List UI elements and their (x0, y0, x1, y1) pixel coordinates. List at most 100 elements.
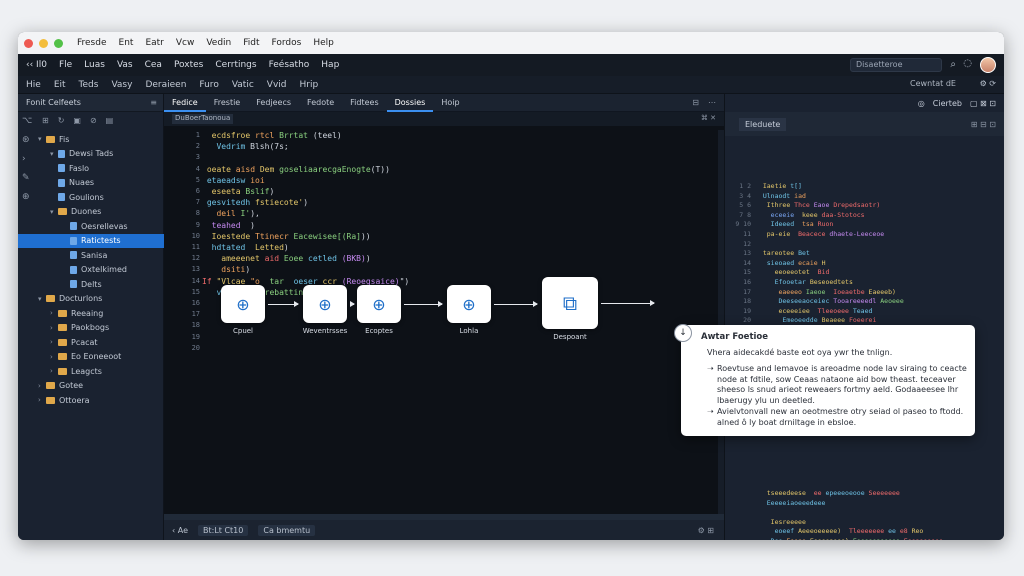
chevron-icon[interactable]: › (38, 396, 41, 405)
close-window-button[interactable] (24, 38, 33, 48)
sidebar-menu-icon[interactable]: ≡ (150, 98, 157, 107)
tree-item[interactable]: Faslo (38, 161, 164, 176)
tree-item[interactable]: Delts (38, 277, 164, 292)
chevron-icon[interactable]: ▾ (50, 207, 54, 216)
git-icon[interactable]: ⌥ (22, 116, 33, 126)
nav-back-icon[interactable]: ‹‹ Il0 (26, 60, 47, 70)
chevron-icon[interactable]: › (50, 309, 53, 318)
tree-item[interactable]: ›Reeaing (38, 306, 164, 321)
settings-icon[interactable]: ⚙ ⟳ (979, 79, 996, 88)
os-menu-item[interactable]: Fordos (271, 38, 302, 48)
os-menu-item[interactable]: Fresde (77, 38, 107, 48)
gear-icon[interactable]: ◎ (917, 98, 925, 108)
chevron-icon[interactable]: › (50, 367, 53, 376)
os-menu-item[interactable]: Eatr (145, 38, 164, 48)
app-menu-item[interactable]: Fle (58, 60, 73, 70)
notification-icon[interactable]: ◌ (963, 58, 972, 69)
flow-node[interactable]: ⊕ (447, 285, 491, 323)
secondary-menu-item[interactable]: Vatic (231, 79, 254, 90)
grid-icon[interactable]: ⊞ (42, 116, 49, 125)
editor-tab[interactable]: Fedote (307, 97, 335, 107)
refresh-icon[interactable]: ↻ (57, 116, 65, 125)
app-menu-item[interactable]: Feésatho (268, 60, 310, 70)
tree-item[interactable]: ›Leagcts (38, 364, 164, 379)
secondary-menu-item[interactable]: Teds (78, 79, 99, 90)
secondary-menu-item[interactable]: Eit (53, 79, 66, 90)
more-icon[interactable]: ⋯ (708, 98, 716, 107)
app-menu-item[interactable]: Cerrtings (215, 60, 257, 70)
tree-item[interactable]: ▾Duones (38, 205, 164, 220)
tree-item[interactable]: Nuaes (38, 176, 164, 191)
split-icon[interactable]: ⊟ (692, 98, 699, 107)
tree-item[interactable]: ▾Dewsi Tads (38, 147, 164, 162)
search-input[interactable]: Disaetteroe (850, 58, 942, 72)
arrow-icon[interactable]: › (22, 154, 26, 164)
chevron-icon[interactable]: ▾ (50, 149, 54, 158)
editor-tab[interactable]: Dossies (386, 94, 434, 112)
status-item[interactable]: Bt:Lt Ct10 (198, 524, 249, 536)
status-item[interactable]: Ca bmemtu (258, 524, 316, 536)
flow-node[interactable]: ⧉ (542, 277, 598, 329)
code-content[interactable]: ecdsfroe rtcl Brrtat (teel) Vedrim Blsh(… (202, 131, 410, 297)
collapse-icon[interactable]: ▤ (105, 116, 114, 125)
tree-item[interactable]: ›Gotee (38, 379, 164, 394)
os-menu-item[interactable]: Vcw (175, 38, 195, 48)
app-menu-item[interactable]: Luas (84, 60, 105, 70)
filter-icon[interactable]: ⊘ (89, 116, 97, 125)
editor-tab[interactable]: Fidtees (350, 97, 379, 107)
search-icon[interactable]: ⌕ (950, 59, 956, 70)
app-menu-item[interactable]: Poxtes (173, 60, 204, 70)
minimize-window-button[interactable] (39, 38, 48, 48)
pencil-icon[interactable]: ✎ (22, 173, 30, 183)
secondary-menu-item[interactable]: Vasy (111, 79, 133, 90)
secondary-menu-item[interactable]: Vvid (266, 79, 287, 90)
tree-item[interactable]: ›Pcacat (38, 335, 164, 350)
right-panel-tab[interactable]: Eleduete (739, 117, 787, 131)
tree-item[interactable]: ›Ottoera (38, 393, 164, 408)
app-menu-item[interactable]: Hap (321, 60, 340, 70)
tree-item[interactable]: Ratictests (18, 233, 164, 248)
editor-tab[interactable]: Fedjeecs (256, 97, 292, 107)
os-menu-item[interactable]: Vedin (206, 38, 232, 48)
editor-tab[interactable]: Frestie (213, 97, 241, 107)
os-menu-item[interactable]: Ent (118, 38, 134, 48)
pin-icon[interactable]: ⌘ ✕ (700, 114, 716, 122)
status-icons[interactable]: ⚙ ⊞ (697, 525, 714, 535)
app-menu-item[interactable]: Cea (144, 60, 162, 70)
flow-node[interactable]: ⊕ (303, 285, 347, 323)
tree-item[interactable]: Oxtelkimed (38, 263, 164, 278)
lock-icon[interactable]: ▣ (73, 116, 81, 125)
app-menu-item[interactable]: Vas (116, 60, 133, 70)
flow-node[interactable]: ⊕ (357, 285, 401, 323)
maximize-window-button[interactable] (54, 38, 63, 48)
status-item[interactable]: ‹ Ae (172, 525, 188, 535)
os-menu-item[interactable]: Help (313, 38, 334, 48)
tree-item[interactable]: ›Paokbogs (38, 321, 164, 336)
editor-tab[interactable]: Hoip (441, 97, 460, 107)
extensions-icon[interactable]: ⊕ (22, 192, 30, 202)
tree-item[interactable]: ›Eo Eoneeoot (38, 350, 164, 365)
chevron-icon[interactable]: › (50, 352, 53, 361)
horizontal-scrollbar[interactable] (164, 514, 724, 520)
window-icons[interactable]: ▢ ⊠ ⊡ (969, 98, 996, 108)
breadcrumb-item[interactable]: DuBoerTaonoua (172, 114, 234, 124)
os-menu-item[interactable]: Fidt (243, 38, 260, 48)
chevron-icon[interactable]: › (50, 338, 53, 347)
tree-item[interactable]: ▾Fis (38, 132, 164, 147)
tree-item[interactable]: Goulions (38, 190, 164, 205)
chevron-icon[interactable]: ▾ (38, 294, 42, 303)
chevron-icon[interactable]: ▾ (38, 135, 42, 144)
tree-item[interactable]: Sanisa (38, 248, 164, 263)
avatar[interactable] (980, 57, 996, 73)
flow-node[interactable]: ⊕ (221, 285, 265, 323)
secondary-menu-item[interactable]: Furo (199, 79, 219, 90)
right-panel-actions[interactable]: ⊞ ⊟ ⊡ (970, 119, 996, 129)
secondary-menu-item[interactable]: Hrip (299, 79, 319, 90)
chevron-icon[interactable]: › (50, 323, 53, 332)
tree-item[interactable]: ▾Docturlons (38, 292, 164, 307)
secondary-menu-item[interactable]: Deraieen (145, 79, 187, 90)
debug-icon[interactable]: ⊛ (22, 135, 30, 145)
secondary-menu-item[interactable]: Hie (26, 79, 41, 90)
chevron-icon[interactable]: › (38, 381, 41, 390)
tree-item[interactable]: Oesrellevas (38, 219, 164, 234)
